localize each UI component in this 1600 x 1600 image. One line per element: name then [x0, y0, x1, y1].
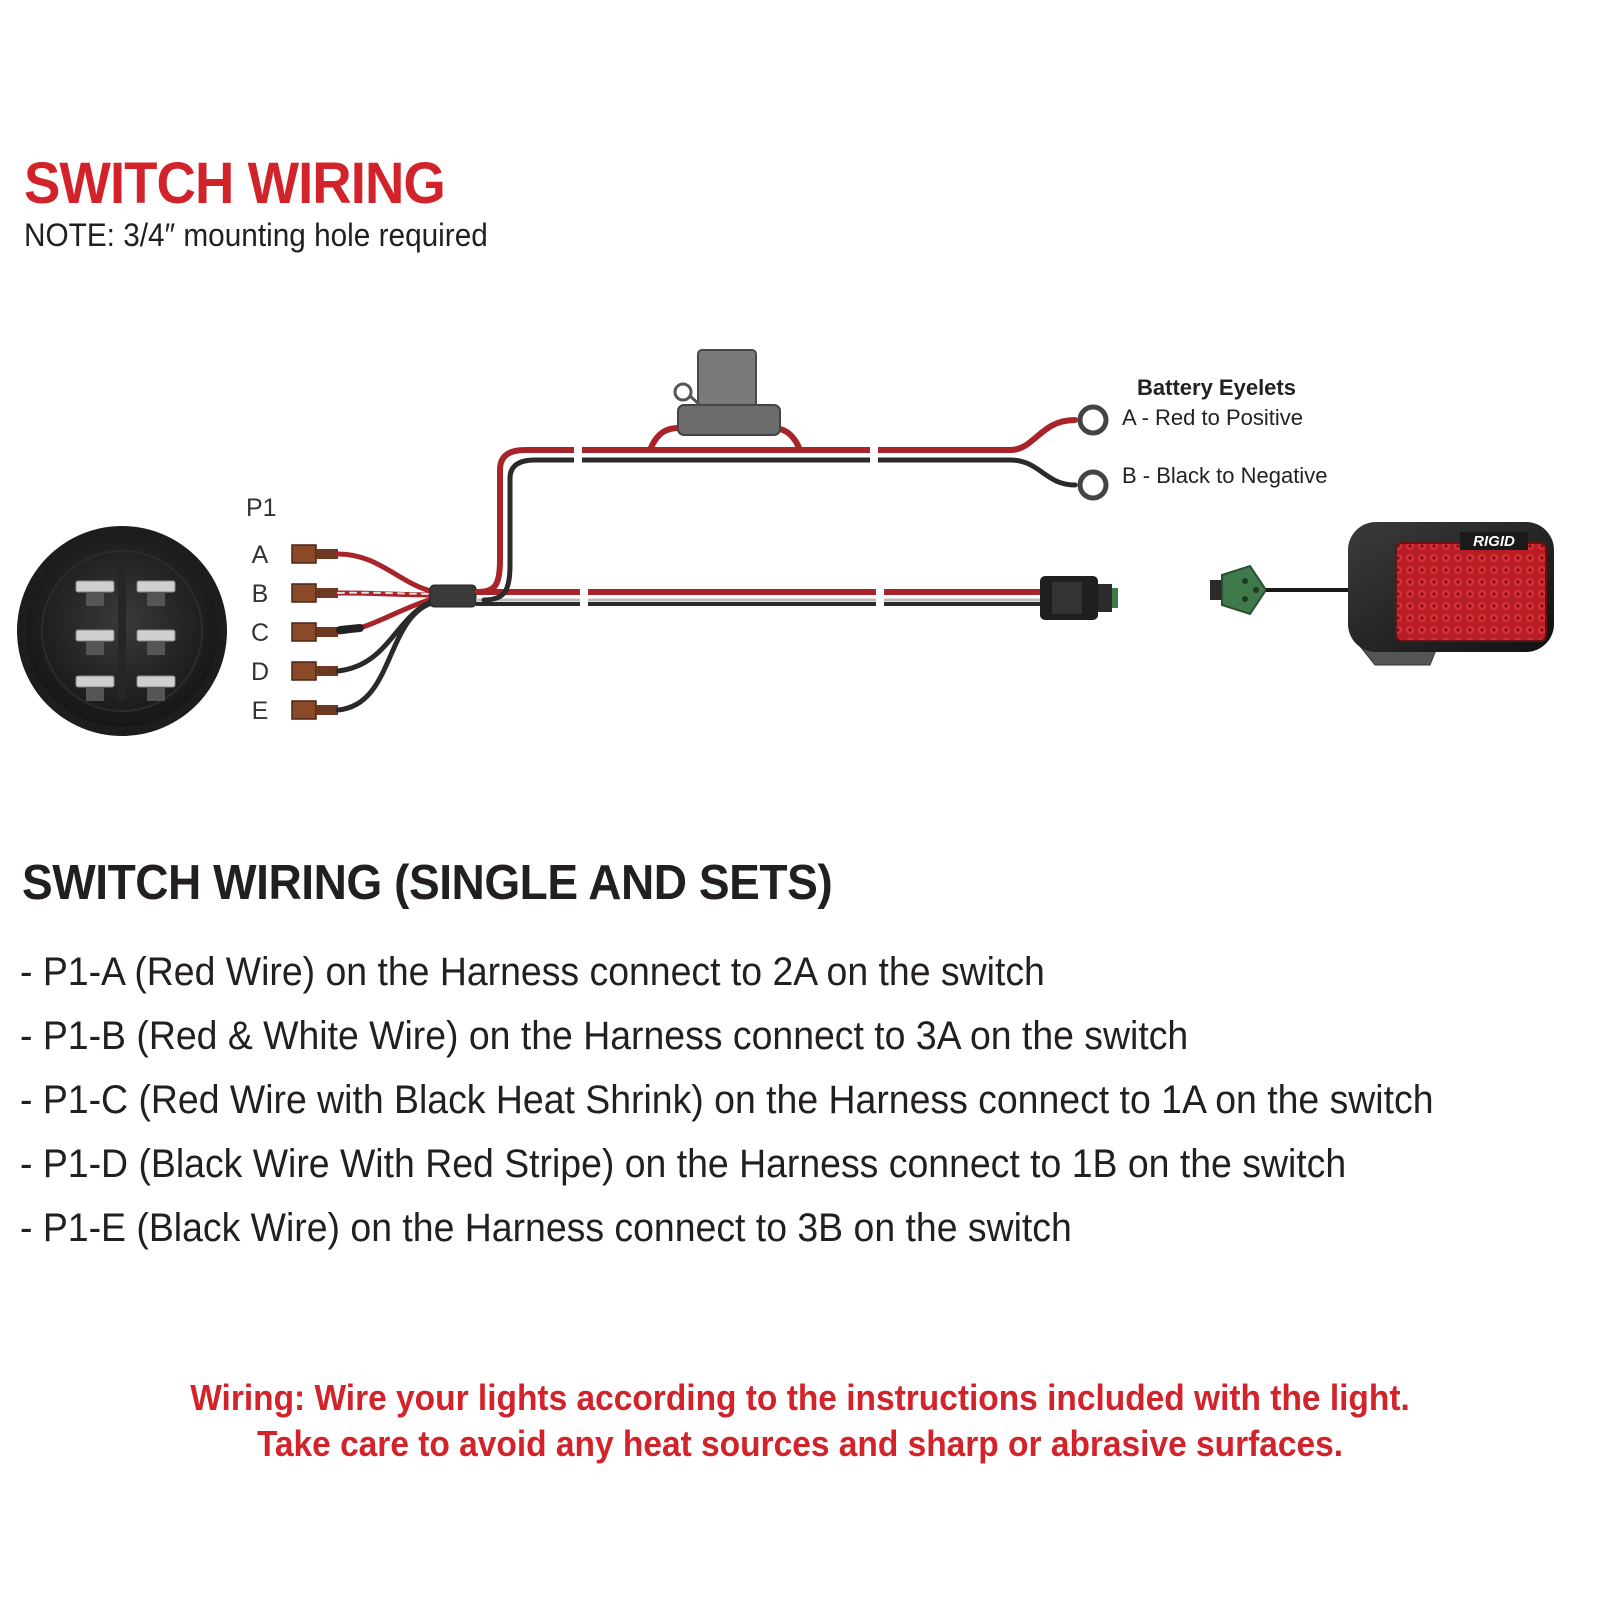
pin-label-d: D [251, 658, 269, 686]
pin-label-a: A [252, 541, 269, 569]
terminal-c [291, 622, 338, 642]
battery-eyelets [1077, 404, 1109, 501]
spade-terminals [291, 544, 338, 720]
wire-junction [429, 584, 477, 608]
mounting-note: NOTE: 3/4″ mounting hole required [24, 217, 488, 253]
page-title: SWITCH WIRING [24, 151, 446, 216]
battery-eyelet-a-label: A - Red to Positive [1122, 405, 1303, 430]
instruction-p1-a: - P1-A (Red Wire) on the Harness connect… [20, 950, 1045, 994]
terminal-d [291, 661, 338, 681]
terminal-b [291, 583, 338, 603]
pin-label-e: E [252, 697, 269, 725]
power-leads [475, 417, 1078, 603]
battery-eyelets-title: Battery Eyelets [1137, 375, 1296, 400]
instruction-p1-b: - P1-B (Red & White Wire) on the Harness… [20, 1014, 1189, 1058]
rigid-light: RIGID [1348, 522, 1554, 666]
eyelet-positive [1077, 404, 1109, 436]
footer-warning: Wiring: Wire your lights according to th… [0, 1375, 1600, 1467]
footer-line-1: Wiring: Wire your lights according to th… [190, 1377, 1410, 1418]
fuse-holder [647, 349, 803, 452]
section-heading: SWITCH WIRING (SINGLE AND SETS) [22, 856, 833, 910]
light-lens [1395, 542, 1547, 642]
connector-label-p1: P1 [246, 494, 277, 522]
light-brand-logo: RIGID [1473, 533, 1515, 550]
battery-eyelet-b-label: B - Black to Negative [1122, 463, 1328, 488]
switch-rear-view [17, 526, 227, 736]
eyelet-negative [1077, 469, 1109, 501]
footer-line-2: Take care to avoid any heat sources and … [256, 1423, 1344, 1464]
terminal-e [291, 700, 338, 720]
instruction-p1-e: - P1-E (Black Wire) on the Harness conne… [20, 1206, 1072, 1250]
instruction-p1-c: - P1-C (Red Wire with Black Heat Shrink)… [20, 1078, 1434, 1122]
terminal-a [291, 544, 338, 564]
light-plug [1210, 564, 1350, 616]
wiring-diagram: P1 A B C D E [17, 349, 1554, 736]
instruction-p1-d: - P1-D (Black Wire With Red Stripe) on t… [20, 1142, 1347, 1186]
fanout-wires [335, 551, 438, 713]
harness-to-light [476, 576, 1118, 620]
pin-label-b: B [252, 580, 269, 608]
pin-label-c: C [251, 619, 269, 647]
